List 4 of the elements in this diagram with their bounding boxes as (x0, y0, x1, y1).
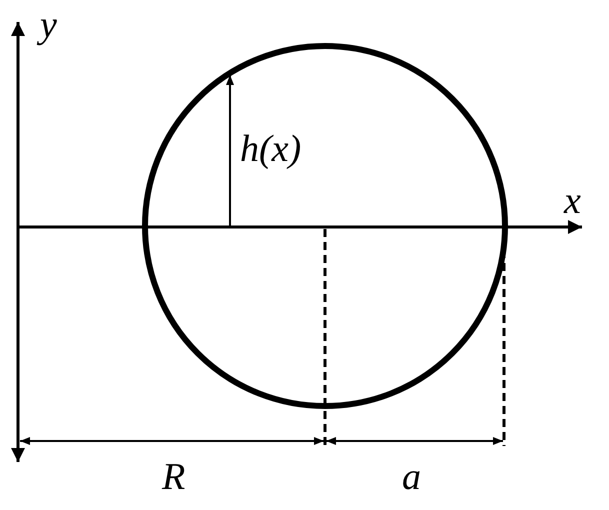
dimension-label: a (402, 458, 421, 496)
axis-label: x (564, 182, 581, 220)
height-label: h(x) (240, 130, 302, 168)
dimension-label: R (162, 458, 186, 496)
